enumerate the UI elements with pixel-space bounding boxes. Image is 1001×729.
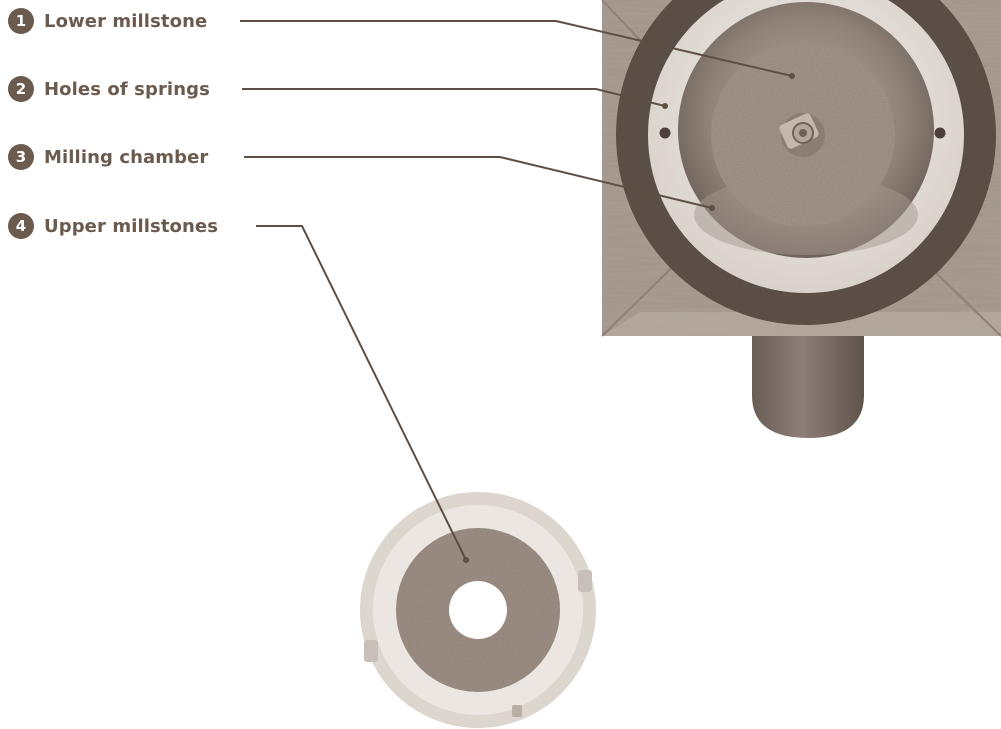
callout-2: 2 Holes of springs — [8, 74, 210, 104]
label-upper-millstones: Upper millstones — [44, 216, 218, 237]
callout-4: 4 Upper millstones — [8, 211, 218, 241]
spring-hole-right — [935, 128, 946, 139]
spring-hole-left — [660, 128, 671, 139]
grinder-photo — [602, 0, 1001, 438]
label-milling-chamber: Milling chamber — [44, 147, 208, 168]
number-badge-1: 1 — [8, 8, 34, 34]
label-holes-of-springs: Holes of springs — [44, 79, 210, 100]
upper-millstone-hole — [449, 581, 507, 639]
number-badge-4: 4 — [8, 213, 34, 239]
label-lower-millstone: Lower millstone — [44, 11, 207, 32]
upper-millstone-photo — [360, 492, 596, 728]
callout-3: 3 Milling chamber — [8, 142, 208, 172]
spout — [752, 320, 864, 438]
number-badge-3: 3 — [8, 144, 34, 170]
leader-line-2 — [242, 89, 665, 106]
callout-1: 1 Lower millstone — [8, 6, 207, 36]
number-badge-2: 2 — [8, 76, 34, 102]
